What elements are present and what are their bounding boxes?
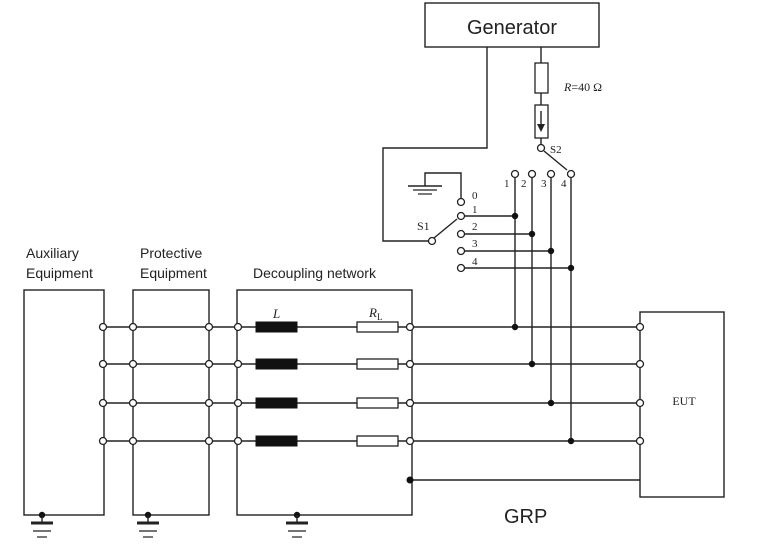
resistor [356,397,399,409]
resistor [356,321,399,333]
terminal [635,398,645,408]
terminal [233,436,243,446]
inductor [255,358,298,370]
switch-s2: S2 1 2 3 4 [504,143,576,190]
generator-box [424,2,600,48]
terminal [635,322,645,332]
eut-box [639,311,725,498]
ground-plane-connection [406,476,640,484]
terminal [233,359,243,369]
s2-contact-1 [510,169,520,179]
s2-position-2: 2 [521,178,527,190]
terminal [405,398,415,408]
s1-ground-icon [408,172,462,198]
terminal [128,359,138,369]
s2-contact-2 [527,169,537,179]
terminal [204,398,214,408]
s2-contact-4 [566,169,576,179]
s2-position-3: 3 [541,178,547,190]
signal-line-3 [98,397,645,409]
generator-label: Generator [467,17,557,39]
s1-pivot [427,236,437,246]
s2-position-4: 4 [561,178,567,190]
decoupling-label: Decoupling network [253,265,377,281]
s1-contact-4 [456,263,466,273]
protective-label-line-2: Equipment [140,265,207,281]
junction-dot [528,230,536,238]
terminal [128,436,138,446]
terminal [233,322,243,332]
ground-icon [31,511,53,538]
s1-position-4: 4 [472,256,478,268]
s2-label: S2 [550,144,562,156]
signal-line-1 [98,321,645,333]
resistor [356,435,399,447]
terminal [405,436,415,446]
junction-dot [406,476,414,484]
ground-icon [137,511,159,538]
grp-label: GRP [504,506,547,528]
s1-position-0: 0 [472,190,478,202]
terminal [128,398,138,408]
terminal [98,359,108,369]
generator: Generator [424,2,600,48]
inductor [255,397,298,409]
resistor-40-ohm [534,62,549,94]
terminal [635,359,645,369]
inductor-label: L [272,306,280,321]
auxiliary-label-line-2: Equipment [26,265,93,281]
auxiliary-label-line-1: Auxiliary [26,245,79,261]
s1-contact-2 [456,229,466,239]
eut-label: EUT [672,394,696,408]
s2-position-1: 1 [504,178,510,190]
junction-dot [547,247,555,255]
s1-arm [433,218,458,239]
s1-position-2: 2 [472,221,478,233]
signal-line-2 [98,358,645,370]
inductor [255,435,298,447]
generator-return-wire [382,47,488,242]
terminal [233,398,243,408]
inductor [255,321,298,333]
s1-position-1: 1 [472,204,478,216]
junction-dot [567,437,575,445]
resistor-label: RL [368,305,382,322]
terminal [98,436,108,446]
s2-pivot [536,143,546,153]
terminal [405,322,415,332]
protective-label-line-1: Protective [140,245,202,261]
terminal [98,322,108,332]
source-resistor: R=40 Ω [534,47,602,144]
junction-dot [547,399,555,407]
switch-s1: S1 0 1 2 3 4 [417,190,478,273]
s1-position-3: 3 [472,238,478,250]
terminal [128,322,138,332]
s2-contact-3 [546,169,556,179]
terminal [405,359,415,369]
terminal [98,398,108,408]
ground-icon [286,511,308,538]
junction-dot [567,264,575,272]
s1-contact-3 [456,246,466,256]
signal-line-4 [98,435,645,447]
s1-contact-1 [456,211,466,221]
s1-contact-0 [456,197,466,207]
auxiliary-equipment-box [23,289,105,516]
junction-dot [511,323,519,331]
terminal [204,322,214,332]
source-resistor-label: R=40 Ω [563,80,602,94]
s2-arm [543,150,568,171]
terminal [204,359,214,369]
junction-dot [511,212,519,220]
terminal [204,436,214,446]
s1-label: S1 [417,219,430,233]
junction-dot [528,360,536,368]
resistor [356,358,399,370]
terminal [635,436,645,446]
arrowhead-icon [537,124,545,132]
